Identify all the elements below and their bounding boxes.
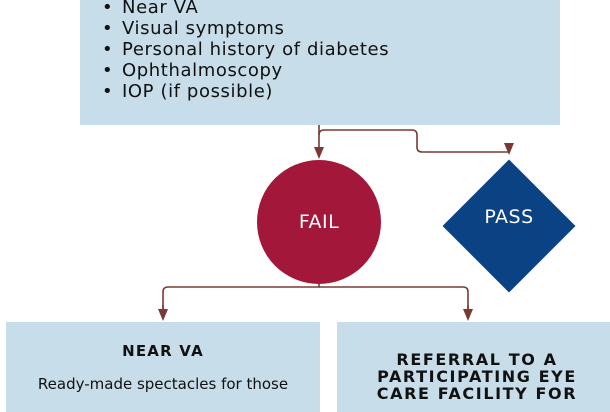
screening-criteria-box: Near VA Visual symptoms Personal history… [80, 0, 560, 125]
fail-node: FAIL [257, 160, 381, 284]
fail-to-right-branch [319, 286, 469, 318]
criteria-list: Near VA Visual symptoms Personal history… [102, 0, 389, 102]
referral-box: REFERRAL TO A PARTICIPATING EYE CARE FAC… [337, 322, 610, 412]
criteria-item: Ophthalmoscopy [102, 60, 389, 81]
connector-arrows [158, 125, 514, 321]
criteria-item: Near VA [102, 0, 389, 18]
near-va-box: NEAR VA Ready-made spectacles for those [6, 322, 320, 412]
pass-label: PASS [484, 206, 534, 228]
criteria-item: Personal history of diabetes [102, 39, 389, 60]
criteria-item: IOP (if possible) [102, 81, 389, 102]
fail-label: FAIL [298, 211, 340, 233]
referral-title: REFERRAL TO A PARTICIPATING EYE CARE FAC… [376, 350, 578, 403]
near-va-description: Ready-made spectacles for those [37, 375, 289, 393]
arrow-to-pass [318, 129, 509, 153]
criteria-item: Visual symptoms [102, 18, 389, 39]
fail-to-branches [162, 284, 320, 318]
near-va-title: NEAR VA [122, 342, 204, 360]
